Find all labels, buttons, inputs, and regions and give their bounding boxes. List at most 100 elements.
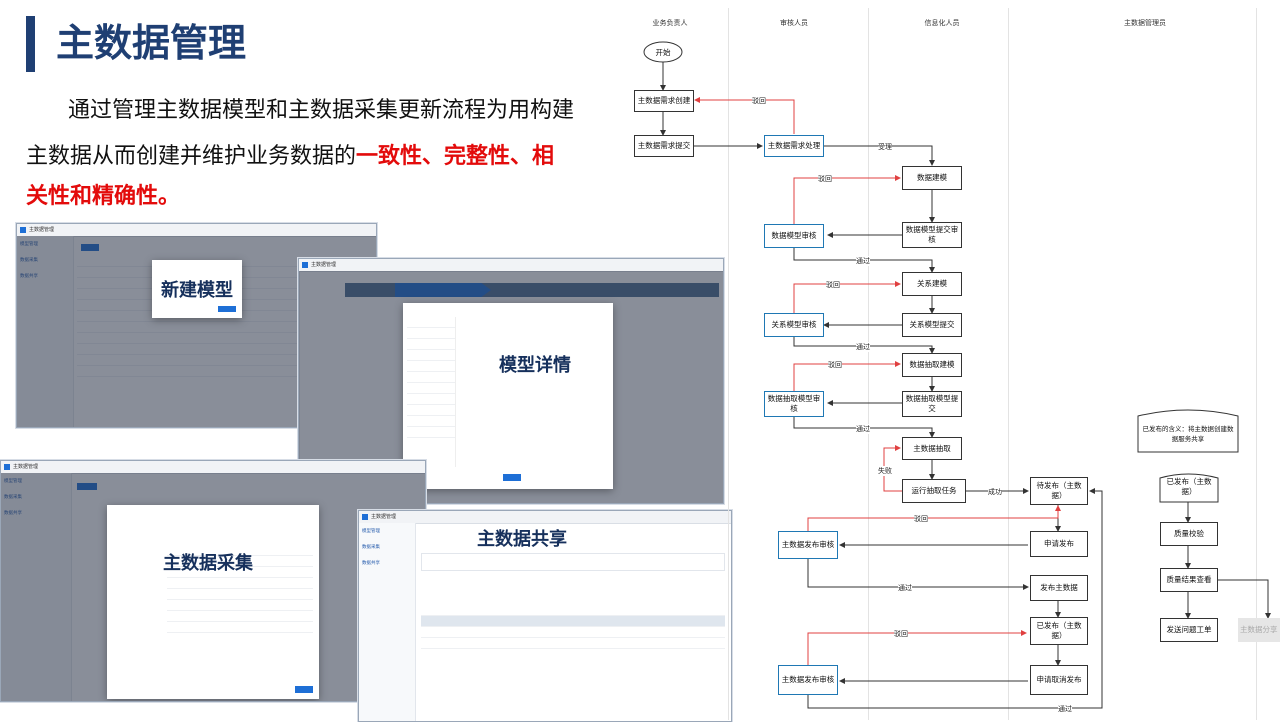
flow-node-to-publish: 待发布（主数据）	[1030, 477, 1088, 505]
screenshot-data-collection: 主数据管理 模型管理 数据采集 数据共享 主数据采集	[0, 460, 426, 702]
flow-node-start: 开始	[655, 47, 671, 57]
intro-highlight-2: 关性和精确性。	[26, 184, 181, 209]
edge-label-success: 成功	[988, 487, 1002, 497]
intro-line-2-text: 主数据从而创建并维护业务数据的	[26, 144, 357, 169]
flow-node-extract-model: 数据抽取建模	[902, 353, 962, 377]
lane-title: 业务负责人	[652, 19, 688, 27]
sidebar: 模型管理 数据采集 数据共享	[359, 523, 416, 721]
start-node-shape	[643, 41, 683, 63]
edge-label-reject: 驳回	[914, 514, 928, 524]
lane-title: 审核人员	[780, 19, 808, 27]
flow-node-req-handle: 主数据需求处理	[764, 135, 824, 157]
edge-label-pass: 通过	[856, 256, 870, 266]
lane-divider	[728, 8, 729, 720]
title-accent-bar	[26, 16, 35, 72]
table-list	[407, 317, 456, 467]
flow-node-req-create: 主数据需求创建	[634, 90, 694, 112]
flow-node-md-share: 主数据分享	[1238, 618, 1280, 642]
flow-node-md-extract: 主数据抽取	[902, 437, 962, 460]
list-item[interactable]	[407, 405, 455, 416]
list-item[interactable]	[407, 416, 455, 427]
table-row[interactable]	[167, 578, 313, 589]
flow-node-run-task: 运行抽取任务	[902, 479, 966, 503]
lane-title: 主数据管理员	[1124, 19, 1166, 27]
flow-node-data-model-review: 数据模型审核	[764, 224, 824, 248]
dialog-confirm-button[interactable]	[503, 474, 521, 481]
select-table-dialog	[403, 303, 613, 489]
list-item[interactable]	[407, 339, 455, 350]
edge-label-pass: 通过	[856, 424, 870, 434]
label-data-share: 主数据共享	[477, 529, 567, 550]
lane-divider	[1008, 8, 1009, 720]
flow-node-published: 已发布（主数据）	[1030, 617, 1088, 645]
list-item[interactable]	[407, 383, 455, 394]
intro-line-2: 主数据从而创建并维护业务数据的一致性、完整性、相	[26, 136, 554, 178]
table-row[interactable]	[167, 567, 313, 578]
edge-label-reject: 驳回	[752, 96, 766, 106]
flow-node-quality-view: 质量结果查看	[1160, 568, 1218, 592]
list-item[interactable]	[407, 361, 455, 372]
lane-title: 信息化人员	[924, 19, 960, 27]
flow-node-rel-model: 关系建模	[902, 272, 962, 296]
list-item[interactable]	[407, 427, 455, 438]
flow-node-published-doc: 已发布（主数据）	[1166, 477, 1212, 496]
edge-label-pass: 通过	[1058, 704, 1072, 714]
table-row[interactable]	[421, 638, 725, 649]
note-shape	[1137, 409, 1239, 453]
edge-label-accept: 受理	[878, 142, 892, 152]
table-row[interactable]	[167, 600, 313, 611]
flow-node-rel-model-submit: 关系模型提交	[902, 313, 962, 337]
table-row[interactable]	[167, 611, 313, 622]
edge-label-pass: 通过	[898, 583, 912, 593]
label-data-collection: 主数据采集	[163, 553, 253, 574]
table-row[interactable]	[421, 616, 725, 627]
sidebar-item[interactable]: 模型管理	[362, 529, 380, 534]
flow-node-cancel-review: 主数据发布审核	[778, 665, 838, 695]
collection-dialog	[107, 505, 319, 699]
collection-table	[167, 545, 313, 633]
table-row[interactable]	[421, 627, 725, 638]
table-row[interactable]	[167, 556, 313, 567]
published-doc-shape	[1159, 473, 1219, 503]
flow-node-apply-publish: 申请发布	[1030, 531, 1088, 557]
label-model-detail: 模型详情	[499, 355, 571, 376]
flow-node-req-submit: 主数据需求提交	[634, 135, 694, 157]
window-titlebar: 主数据管理	[359, 511, 731, 524]
intro-line-1: 通过管理主数据模型和主数据采集更新流程为用构建	[68, 98, 575, 123]
edge-label-reject: 驳回	[894, 629, 908, 639]
table-row[interactable]	[167, 622, 313, 633]
list-item[interactable]	[407, 394, 455, 405]
flow-node-apply-cancel: 申请取消发布	[1030, 665, 1088, 695]
table-row[interactable]	[167, 545, 313, 556]
edge-label-reject: 驳回	[826, 280, 840, 290]
flow-node-data-model: 数据建模	[902, 166, 962, 190]
edge-label-fail: 失败	[878, 466, 892, 476]
sidebar-item[interactable]: 数据采集	[362, 545, 380, 550]
next-step-button[interactable]	[295, 686, 313, 693]
list-item[interactable]	[407, 372, 455, 383]
dialog-confirm-button[interactable]	[218, 306, 236, 312]
edge-label-reject: 驳回	[828, 360, 842, 370]
flow-node-extract-model-submit: 数据抽取模型提交	[902, 391, 962, 417]
share-table	[421, 605, 725, 649]
flow-node-rel-model-review: 关系模型审核	[764, 313, 824, 337]
label-new-model: 新建模型	[161, 280, 233, 301]
sidebar-item[interactable]: 数据共享	[362, 561, 380, 566]
edge-label-reject: 驳回	[818, 174, 832, 184]
list-item[interactable]	[407, 350, 455, 361]
edge-label-pass: 通过	[856, 342, 870, 352]
list-item[interactable]	[407, 317, 455, 328]
flow-node-data-model-submit: 数据模型提交审核	[902, 222, 962, 248]
table-row[interactable]	[167, 589, 313, 600]
flow-node-extract-model-review: 数据抽取模型审核	[764, 391, 824, 417]
new-model-dialog	[152, 260, 242, 318]
list-item[interactable]	[407, 328, 455, 339]
flow-node-quality: 质量校验	[1160, 522, 1218, 546]
lane-divider	[1256, 8, 1257, 720]
table-row[interactable]	[421, 605, 725, 616]
screenshot-data-share: 主数据管理 模型管理 数据采集 数据共享 主数据共享	[358, 510, 732, 722]
flow-node-publish-review: 主数据发布审核	[778, 531, 838, 559]
flow-note: 已发布的含义：将主数据创建数据服务共享	[1142, 425, 1234, 443]
flow-node-publish-md: 发布主数据	[1030, 575, 1088, 601]
